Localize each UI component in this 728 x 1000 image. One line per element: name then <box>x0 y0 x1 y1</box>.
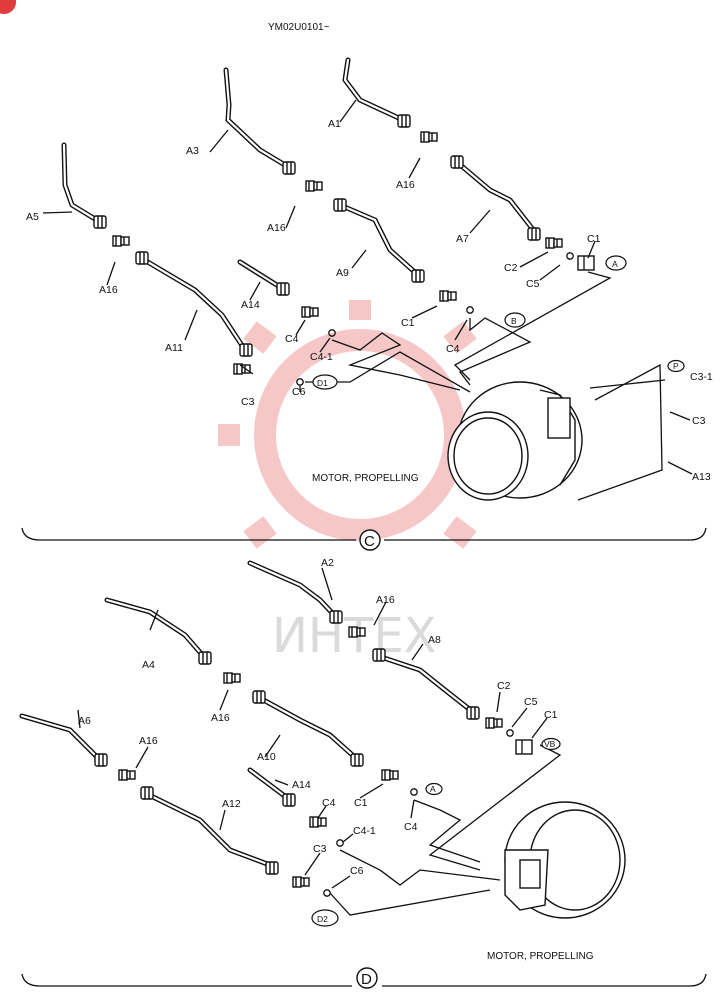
label-a16-left-d: A16 <box>139 735 158 747</box>
tag-d1-c: D1 <box>312 374 338 390</box>
label-c1-right-d: C1 <box>544 709 558 721</box>
label-c1-mid-d: C1 <box>354 797 368 809</box>
svg-text:C: C <box>364 533 375 550</box>
section-c <box>21 57 707 541</box>
caption-motor-c: MOTOR, PROPELLING <box>312 473 419 484</box>
svg-text:B: B <box>511 316 517 326</box>
label-c1-right-c: C1 <box>587 233 601 245</box>
corner-logo-icon <box>0 0 16 14</box>
label-c5-d: C5 <box>524 696 538 708</box>
tag-a-d: A <box>425 782 443 796</box>
svg-text:D2: D2 <box>317 914 328 924</box>
label-a16-top-c: A16 <box>396 179 415 191</box>
label-a8-d: A8 <box>428 634 441 646</box>
label-a16-mid-c: A16 <box>267 222 286 234</box>
label-c2-d: C2 <box>497 680 511 692</box>
label-a11-c: A11 <box>165 342 183 354</box>
label-c6-d: C6 <box>350 865 364 877</box>
motor-propelling-d <box>504 801 626 919</box>
motor-propelling-c <box>447 381 583 501</box>
label-c4-left-d: C4 <box>322 797 336 809</box>
section-mark-d: D <box>356 967 378 989</box>
label-a6-d: A6 <box>78 715 91 727</box>
label-a14-c: A14 <box>241 299 260 311</box>
watermark-gear-icon <box>218 300 502 549</box>
label-a4-d: A4 <box>142 659 155 671</box>
label-c3-d: C3 <box>313 843 327 855</box>
label-a10-d: A10 <box>257 751 276 763</box>
label-c2-c: C2 <box>504 262 518 274</box>
label-c4-1-c: C4-1 <box>310 351 333 363</box>
svg-text:A: A <box>430 784 436 794</box>
section-d <box>19 560 707 987</box>
label-c1-mid-c: C1 <box>401 317 415 329</box>
label-a14-d: A14 <box>292 779 311 791</box>
label-a12-d: A12 <box>222 798 241 810</box>
label-a7-c: A7 <box>456 233 469 245</box>
label-c3-far-c: C3 <box>692 415 706 427</box>
label-a16-top-d: A16 <box>376 594 395 606</box>
label-a1-c: A1 <box>328 118 341 130</box>
label-c4-1-d: C4-1 <box>353 825 376 837</box>
label-a2-d: A2 <box>321 557 334 569</box>
label-a9-c: A9 <box>336 267 349 279</box>
label-c3-c: C3 <box>241 396 255 408</box>
label-c3-1-c: C3-1 <box>690 371 713 383</box>
tag-b-c: B <box>504 312 526 328</box>
pipe-a11 <box>138 255 248 353</box>
label-a5-c: A5 <box>26 211 39 223</box>
tag-vb-d: VB <box>541 737 561 751</box>
svg-text:D1: D1 <box>317 378 328 388</box>
label-c5-c: C5 <box>526 278 540 290</box>
section-mark-c: C <box>359 529 381 551</box>
label-a16-left-c: A16 <box>99 284 118 296</box>
svg-text:P: P <box>673 361 679 371</box>
label-c4-left-c: C4 <box>285 333 299 345</box>
svg-text:D: D <box>361 971 372 988</box>
label-c4-right-c: C4 <box>446 343 460 355</box>
label-a16-mid-d: A16 <box>211 712 230 724</box>
pipe-a1-inner <box>343 58 405 122</box>
tag-a-c: A <box>605 255 627 271</box>
svg-text:A: A <box>612 259 618 269</box>
label-a3-c: A3 <box>186 145 199 157</box>
tag-d2-d: D2 <box>311 909 339 927</box>
label-a13-c: A13 <box>692 471 711 483</box>
drawing-number: YM02U0101~ <box>268 22 330 33</box>
tag-p-c: P <box>667 359 685 373</box>
svg-text:VB: VB <box>544 739 556 749</box>
pipe-a3 <box>223 67 293 171</box>
label-c6-c: C6 <box>292 386 306 398</box>
caption-motor-d: MOTOR, PROPELLING <box>487 951 594 962</box>
label-c4-right-d: C4 <box>404 821 418 833</box>
